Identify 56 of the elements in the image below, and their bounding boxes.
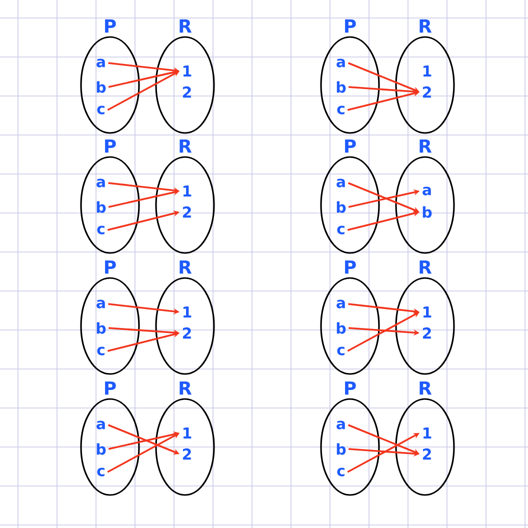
element-label: c bbox=[97, 106, 104, 114]
set-label: P bbox=[105, 260, 116, 274]
set-label: R bbox=[420, 381, 432, 395]
element-label: b bbox=[96, 201, 106, 213]
element-label: 2 bbox=[182, 448, 191, 460]
element-label: a bbox=[96, 178, 105, 188]
element-label: b bbox=[96, 81, 106, 93]
element-label: 2 bbox=[422, 448, 431, 460]
element-label: a bbox=[336, 58, 345, 68]
element-label: 1 bbox=[183, 428, 192, 438]
element-label: 2 bbox=[182, 206, 191, 218]
set-label: P bbox=[345, 260, 356, 274]
element-label: 1 bbox=[183, 66, 192, 76]
set-label: P bbox=[105, 139, 116, 153]
element-label: 2 bbox=[422, 327, 431, 339]
element-label: b bbox=[336, 443, 346, 455]
element-label: 2 bbox=[422, 86, 431, 98]
set-label: R bbox=[420, 260, 432, 274]
element-label: a bbox=[96, 58, 105, 68]
element-label: c bbox=[337, 346, 344, 356]
element-label: c bbox=[97, 468, 104, 476]
element-label: b bbox=[422, 206, 432, 218]
element-label: a bbox=[336, 178, 345, 188]
element-label: 1 bbox=[423, 306, 432, 318]
set-label: R bbox=[180, 139, 192, 153]
element-label: 1 bbox=[423, 428, 432, 438]
element-label: b bbox=[96, 443, 106, 455]
set-label: P bbox=[105, 381, 116, 395]
set-label: R bbox=[180, 260, 192, 274]
element-label: a bbox=[422, 186, 431, 196]
element-label: a bbox=[96, 300, 105, 308]
element-label: a bbox=[96, 420, 105, 430]
set-label: P bbox=[345, 19, 356, 33]
element-label: c bbox=[337, 106, 344, 114]
element-label: 2 bbox=[182, 86, 191, 98]
set-label: R bbox=[180, 381, 192, 395]
element-label: c bbox=[337, 226, 344, 234]
set-label: P bbox=[105, 19, 116, 33]
set-label: R bbox=[180, 19, 192, 33]
set-label: R bbox=[420, 19, 432, 33]
set-label: P bbox=[345, 381, 356, 395]
set-label: P bbox=[345, 139, 356, 153]
element-label: b bbox=[336, 322, 346, 334]
element-label: 1 bbox=[183, 186, 192, 196]
element-label: 2 bbox=[182, 327, 191, 339]
element-label: a bbox=[336, 300, 345, 308]
element-label: b bbox=[336, 201, 346, 213]
element-label: 1 bbox=[423, 66, 432, 76]
element-label: a bbox=[336, 420, 345, 430]
element-label: c bbox=[97, 346, 104, 356]
element-label: b bbox=[96, 322, 106, 334]
element-label: c bbox=[97, 226, 104, 234]
element-label: b bbox=[336, 81, 346, 93]
set-label: R bbox=[420, 139, 432, 153]
element-label: c bbox=[337, 468, 344, 476]
element-label: 1 bbox=[183, 306, 192, 318]
